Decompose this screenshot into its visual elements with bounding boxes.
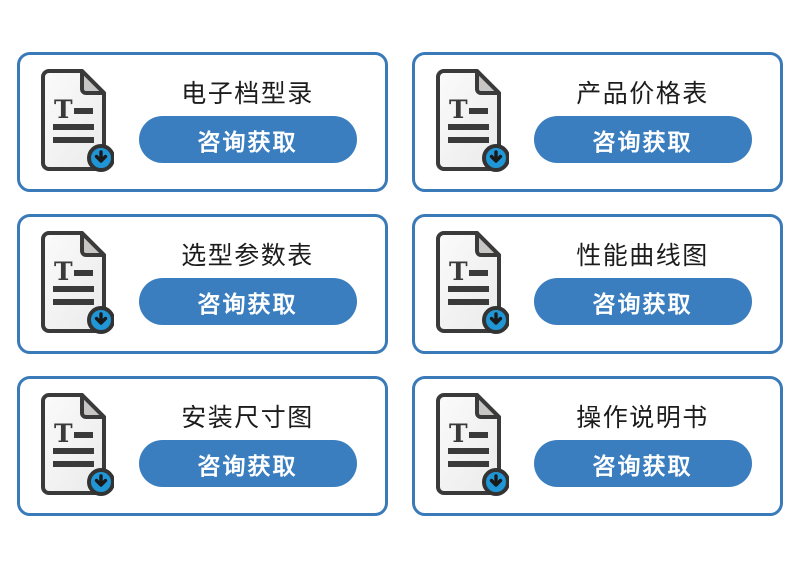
document-icon-wrap: T — [433, 230, 509, 338]
document-card-product-price-list[interactable]: T 产品价格表咨询获取 — [412, 52, 783, 192]
svg-text:T: T — [449, 95, 468, 124]
document-download-icon: T — [41, 69, 114, 172]
document-download-icon: T — [41, 393, 114, 496]
document-card-installation-dimension-drawing[interactable]: T 安装尺寸图咨询获取 — [17, 376, 388, 516]
consult-get-button[interactable]: 咨询获取 — [138, 278, 357, 325]
document-icon-wrap: T — [38, 392, 114, 500]
consult-get-button[interactable]: 咨询获取 — [533, 440, 752, 487]
card-body: 性能曲线图咨询获取 — [515, 241, 770, 327]
card-body: 安装尺寸图咨询获取 — [120, 403, 375, 489]
card-title: 安装尺寸图 — [181, 403, 314, 432]
consult-get-button[interactable]: 咨询获取 — [533, 116, 752, 163]
document-icon-wrap: T — [433, 68, 509, 176]
card-body: 产品价格表咨询获取 — [515, 79, 770, 165]
document-icon-wrap: T — [38, 230, 114, 338]
document-icon-wrap: T — [433, 392, 509, 500]
document-card-performance-curve-chart[interactable]: T 性能曲线图咨询获取 — [412, 214, 783, 354]
card-title: 性能曲线图 — [576, 241, 709, 270]
document-download-icon: T — [436, 69, 509, 172]
document-card-operation-manual[interactable]: T 操作说明书咨询获取 — [412, 376, 783, 516]
card-body: 选型参数表咨询获取 — [120, 241, 375, 327]
card-title: 产品价格表 — [576, 79, 709, 108]
document-icon-wrap: T — [38, 68, 114, 176]
svg-text:T: T — [54, 95, 73, 124]
svg-text:T: T — [449, 419, 468, 448]
document-card-electronic-catalog[interactable]: T 电子档型录咨询获取 — [17, 52, 388, 192]
card-body: 操作说明书咨询获取 — [515, 403, 770, 489]
document-download-icon: T — [436, 231, 509, 334]
document-download-icon: T — [41, 231, 114, 334]
consult-get-button[interactable]: 咨询获取 — [533, 278, 752, 325]
card-title: 电子档型录 — [181, 79, 314, 108]
card-title: 操作说明书 — [576, 403, 709, 432]
svg-text:T: T — [54, 419, 73, 448]
consult-get-button[interactable]: 咨询获取 — [138, 116, 357, 163]
svg-text:T: T — [449, 257, 468, 286]
card-body: 电子档型录咨询获取 — [120, 79, 375, 165]
document-card-selection-parameter-table[interactable]: T 选型参数表咨询获取 — [17, 214, 388, 354]
card-title: 选型参数表 — [181, 241, 314, 270]
document-card-grid: T 电子档型录咨询获取 T 产品价格表咨询获取 T — [17, 52, 783, 516]
document-download-icon: T — [436, 393, 509, 496]
svg-text:T: T — [54, 257, 73, 286]
consult-get-button[interactable]: 咨询获取 — [138, 440, 357, 487]
